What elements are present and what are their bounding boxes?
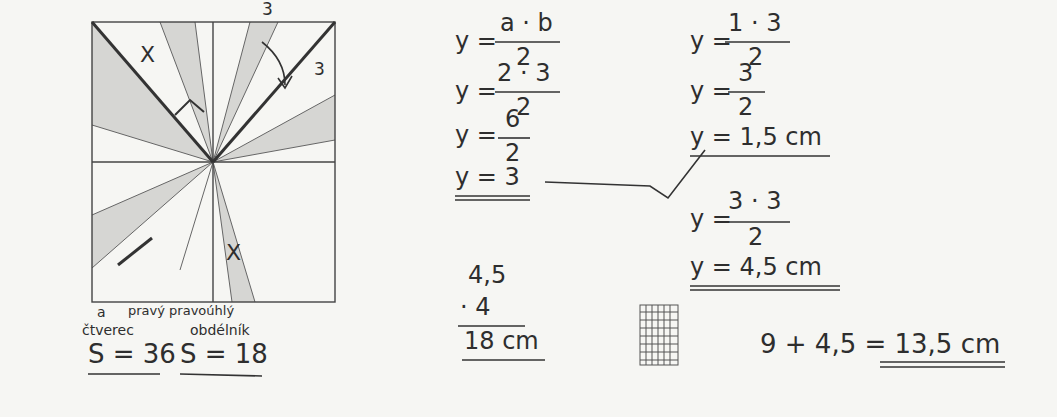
equation-part: y = [690, 28, 732, 56]
note: pravý pravoúhlý [128, 304, 234, 319]
side-name: a [97, 304, 106, 320]
equation-part: y = [455, 28, 497, 56]
area-result: S = 36 [88, 340, 176, 370]
division-lines [92, 22, 335, 302]
area-result: S = 18 [180, 340, 268, 370]
denominator: 2 [748, 224, 763, 252]
side-length: 3 [262, 0, 273, 20]
numerator: 1 · 3 [728, 10, 781, 38]
equation-result: y = 4,5 cm [690, 254, 822, 282]
equation-part: y = [690, 78, 732, 106]
numerator: 3 [738, 60, 753, 88]
denominator: 2 [738, 94, 753, 122]
square [92, 22, 335, 302]
shaded-triangles [92, 22, 335, 302]
note: obdélník [190, 322, 250, 338]
equation-result: y = 3 [455, 164, 520, 192]
multiplication-part: 4,5 [468, 262, 506, 290]
mark: X [226, 240, 241, 265]
final-sum: 9 + 4,5 = 13,5 cm [760, 330, 1000, 360]
underlines [88, 42, 1005, 376]
bold-strokes [92, 22, 335, 265]
equation-part: y = [455, 122, 497, 150]
numerator: 3 · 3 [728, 188, 781, 216]
mark: X [140, 42, 155, 67]
multiplication-part: · 4 [460, 294, 491, 322]
numerator: 6 [505, 106, 520, 134]
multiplication-result: 18 cm [464, 328, 539, 356]
numerator: a · b [500, 10, 553, 38]
equation-part: y = [690, 206, 732, 234]
note: čtverec [82, 322, 134, 338]
equation-part: y = [455, 78, 497, 106]
side-length: 3 [314, 60, 325, 80]
equation-result: y = 1,5 cm [690, 124, 822, 152]
scribble [640, 305, 678, 365]
numerator: 2 · 3 [497, 60, 550, 88]
